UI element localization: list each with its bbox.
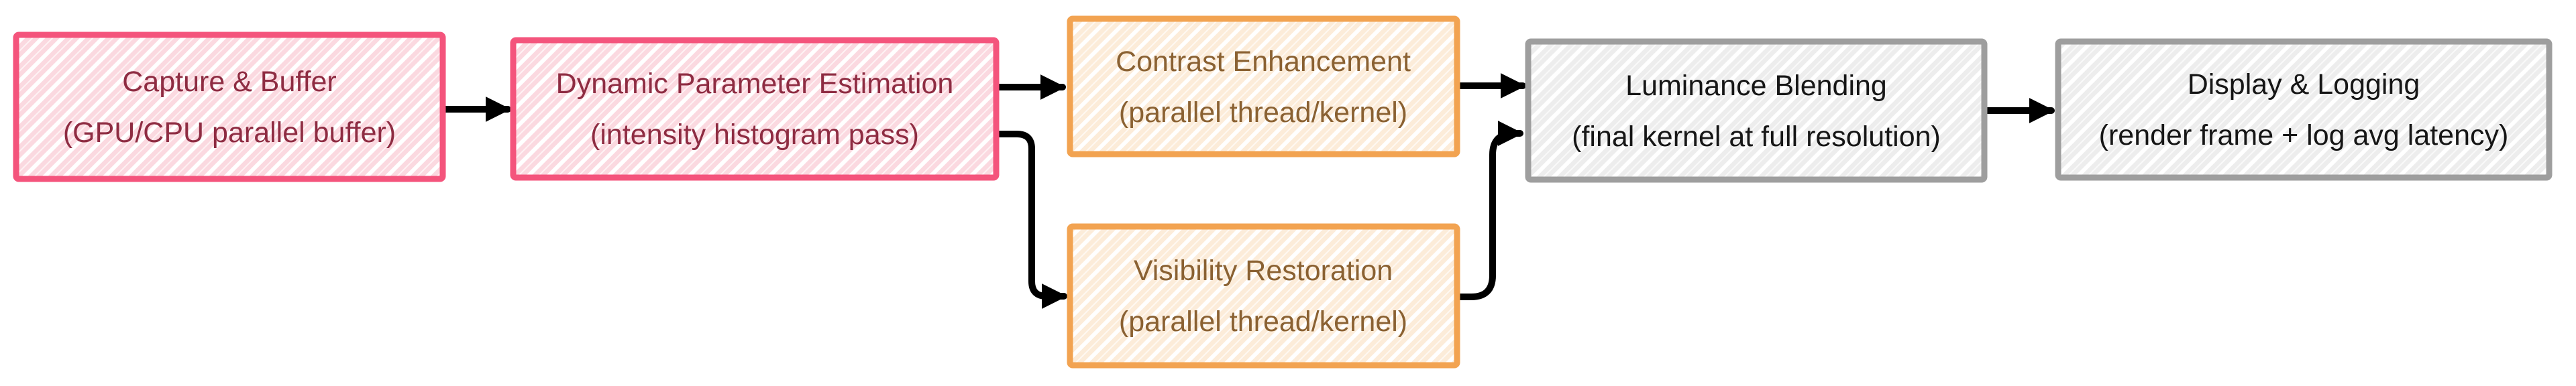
node-visibility-restoration-box (1067, 223, 1460, 369)
node-dynamic-parameter-estimation: Dynamic Parameter Estimation (intensity … (510, 37, 1000, 181)
node-display-logging: Display & Logging (render frame + log av… (2055, 38, 2553, 181)
node-capture-buffer-label: Capture & Buffer (122, 66, 337, 98)
node-contrast-enhancement-label: Contrast Enhancement (1116, 46, 1411, 78)
node-luminance-blending: Luminance Blending (final kernel at full… (1525, 38, 1988, 183)
node-contrast-enhancement-box (1067, 15, 1460, 157)
node-capture-buffer-sublabel: (GPU/CPU parallel buffer) (63, 117, 396, 149)
node-luminance-blending-label: Luminance Blending (1625, 70, 1887, 102)
edge-dpe-to-visibility (994, 131, 1067, 309)
node-display-logging-box (2055, 38, 2553, 181)
node-visibility-restoration: Visibility Restoration (parallel thread/… (1067, 223, 1460, 369)
node-dynamic-parameter-estimation-label: Dynamic Parameter Estimation (556, 68, 954, 100)
node-luminance-blending-sublabel: (final kernel at full resolution) (1572, 121, 1941, 153)
node-dynamic-parameter-estimation-sublabel: (intensity histogram pass) (590, 119, 919, 151)
node-capture-buffer: Capture & Buffer (GPU/CPU parallel buffe… (13, 31, 446, 182)
edge-visibility-to-luminance (1454, 121, 1523, 300)
node-capture-buffer-box (13, 31, 446, 182)
node-contrast-enhancement-sublabel: (parallel thread/kernel) (1119, 96, 1407, 129)
node-contrast-enhancement: Contrast Enhancement (parallel thread/ke… (1067, 15, 1460, 157)
node-dynamic-parameter-estimation-box (510, 37, 1000, 181)
node-visibility-restoration-sublabel: (parallel thread/kernel) (1119, 306, 1407, 338)
node-display-logging-label: Display & Logging (2188, 68, 2420, 101)
node-luminance-blending-box (1525, 38, 1988, 183)
node-display-logging-sublabel: (render frame + log avg latency) (2099, 119, 2509, 151)
node-visibility-restoration-label: Visibility Restoration (1134, 255, 1393, 287)
